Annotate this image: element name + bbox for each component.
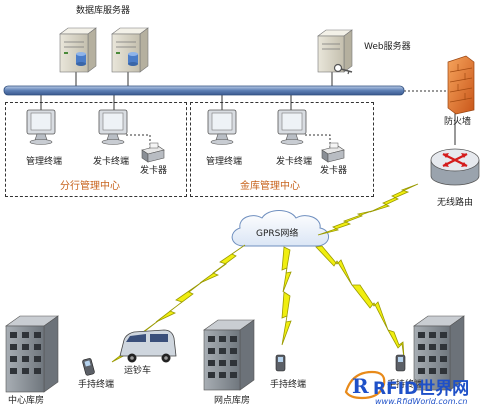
- gprs-cloud-icon: [231, 210, 329, 247]
- mgmt-terminal-1-label: 管理终端: [26, 157, 63, 167]
- wireless-router-label: 无线路由: [437, 198, 474, 208]
- remote-building-icon: [413, 315, 465, 391]
- vault-center-zone: [190, 102, 374, 197]
- handheld-1-label: 手持终端: [78, 380, 115, 390]
- branch-center-zone: [5, 102, 187, 197]
- db-server-1-icon: [59, 27, 97, 73]
- rfid-world-logo-icon: R: [344, 370, 386, 400]
- branch-center-label: 分行管理中心: [60, 181, 120, 192]
- handheld-2-icon: [275, 354, 286, 372]
- cash-truck-icon: [119, 329, 177, 363]
- network-bus: [3, 85, 405, 96]
- card-reader-1-label: 发卡器: [140, 166, 168, 176]
- firewall-label: 防火墙: [444, 117, 472, 127]
- cash-center-building-icon: [5, 315, 59, 393]
- card-reader-1-icon: [141, 142, 165, 163]
- card-terminal-1-label: 发卡终端: [93, 157, 130, 167]
- key-icon: [333, 63, 353, 75]
- database-cylinder-1-icon: [76, 52, 86, 66]
- handheld-2-label: 手持终端: [270, 380, 307, 390]
- handheld-3-label: 手持终端: [387, 380, 424, 390]
- lightning-cloud-handheld2-icon: [281, 246, 292, 346]
- handheld-1-icon: [82, 358, 95, 376]
- handheld-3-icon: [395, 354, 406, 372]
- card-terminal-1-icon: [98, 109, 128, 145]
- mgmt-terminal-2-icon: [207, 109, 237, 145]
- svg-text:R: R: [352, 374, 369, 398]
- lightning-cloud-handheld3-icon: [315, 245, 405, 359]
- vault-center-label: 金库管理中心: [240, 181, 300, 192]
- outlet-building-icon: [203, 319, 255, 391]
- watermark-url: www.RfidWorld.com.cn: [375, 397, 468, 406]
- watermark-brand: RFID世界网: [373, 379, 470, 399]
- lightning-router-cloud-icon: [317, 183, 419, 236]
- firewall-icon: [447, 55, 475, 115]
- mgmt-terminal-1-icon: [26, 109, 56, 145]
- web-server-label: Web服务器: [364, 42, 411, 52]
- card-reader-2-label: 发卡器: [320, 166, 348, 176]
- db-server-2-icon: [111, 27, 149, 73]
- web-server-icon: [317, 29, 353, 73]
- wireless-router-icon: [430, 148, 480, 186]
- card-reader-2-icon: [321, 142, 345, 163]
- outlet-label: 网点库房: [214, 396, 251, 406]
- watermark: RFID世界网 www.RfidWorld.com.cn: [345, 372, 495, 412]
- db-server-label: 数据库服务器: [76, 6, 131, 16]
- cash-center-label: 中心库房: [8, 396, 45, 406]
- cash-truck-label: 运钞车: [124, 366, 152, 376]
- card-terminal-2-label: 发卡终端: [276, 157, 313, 167]
- gprs-network-label: GPRS网络: [256, 229, 299, 239]
- mgmt-terminal-2-label: 管理终端: [206, 157, 243, 167]
- database-cylinder-2-icon: [128, 52, 138, 66]
- card-terminal-2-icon: [277, 109, 307, 145]
